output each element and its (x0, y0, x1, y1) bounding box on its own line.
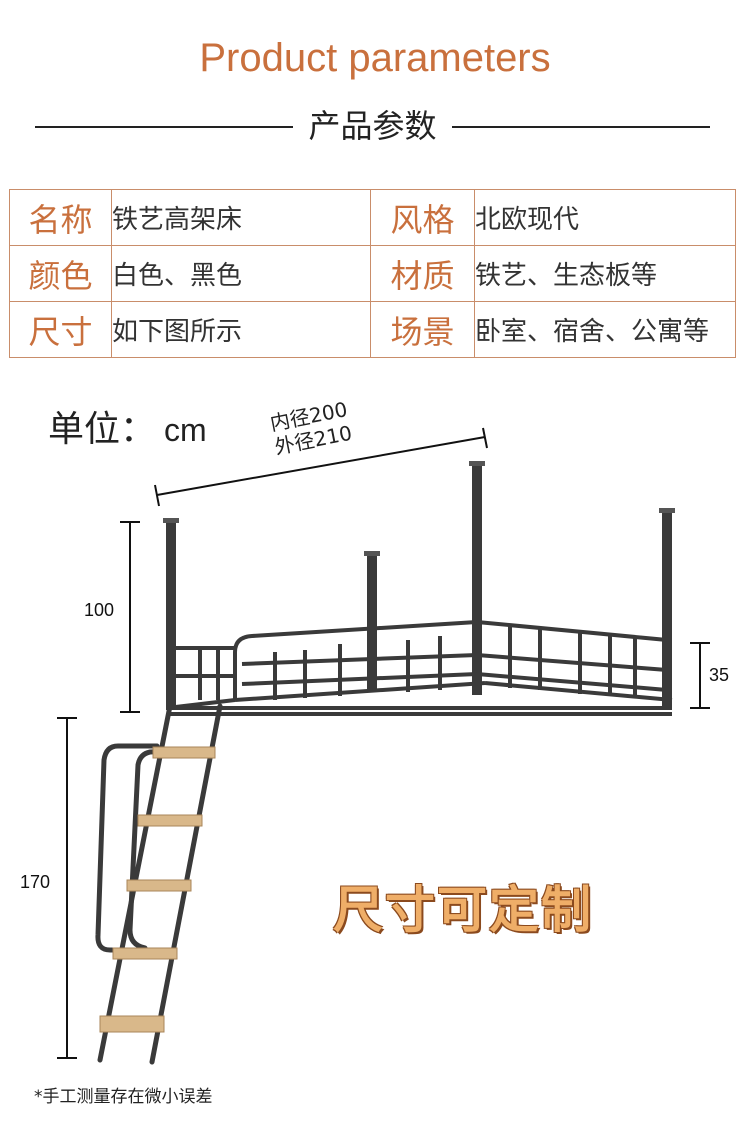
ladder-dimension: 170 (20, 872, 51, 892)
param-value: 卧室、宿舍、公寓等 (474, 301, 736, 358)
bed-posts (166, 465, 672, 710)
unit-label: 单位：cm (48, 400, 207, 452)
ladder-step (112, 947, 178, 960)
post-caps (163, 461, 675, 556)
param-value: 如下图所示 (111, 301, 371, 358)
unit-value: cm (164, 412, 207, 448)
param-key: 颜色 (9, 245, 112, 302)
param-value: 北欧现代 (474, 189, 736, 246)
measurement-note: *手工测量存在微小误差 (34, 1087, 213, 1107)
param-key: 场景 (370, 301, 475, 358)
param-value: 铁艺、生态板等 (474, 245, 736, 302)
param-key: 风格 (370, 189, 475, 246)
ladder-step (99, 1015, 165, 1033)
width-dimension-line (154, 427, 488, 507)
table-row: 颜色 白色、黑色 材质 铁艺、生态板等 (9, 245, 736, 302)
param-value: 铁艺高架床 (111, 189, 371, 246)
ladder-dimension-line (57, 717, 77, 1059)
rail-dimension-line (690, 642, 710, 709)
ladder-step (126, 879, 192, 892)
table-row: 尺寸 如下图所示 场景 卧室、宿舍、公寓等 (9, 301, 736, 358)
param-key: 名称 (9, 189, 112, 246)
ladder-step (152, 746, 216, 759)
height-dimension: 100 (84, 600, 115, 620)
ladder-step (137, 814, 203, 827)
customizable-label: 尺寸可定制 (333, 881, 593, 939)
param-key: 尺寸 (9, 301, 112, 358)
divider-left (35, 126, 293, 128)
unit-text: 单位： (48, 409, 157, 450)
rail-dimension: 35 (709, 665, 730, 685)
page-title: Product parameters (199, 36, 551, 80)
right-guard-rail (476, 620, 668, 698)
page-subtitle: 产品参数 (308, 107, 437, 145)
height-dimension-line (120, 521, 140, 713)
divider-right (452, 126, 710, 128)
ladder-steps (99, 746, 216, 1033)
left-guard-rail (171, 646, 235, 700)
param-value: 白色、黑色 (111, 245, 371, 302)
bed-platform (166, 681, 673, 716)
param-key: 材质 (370, 245, 475, 302)
front-guard-rail (233, 620, 478, 700)
parameters-table: 名称 铁艺高架床 风格 北欧现代 颜色 白色、黑色 材质 铁艺、生态板等 尺寸 … (9, 189, 736, 358)
subtitle-row: 产品参数 (35, 104, 710, 148)
table-row: 名称 铁艺高架床 风格 北欧现代 (9, 189, 736, 246)
